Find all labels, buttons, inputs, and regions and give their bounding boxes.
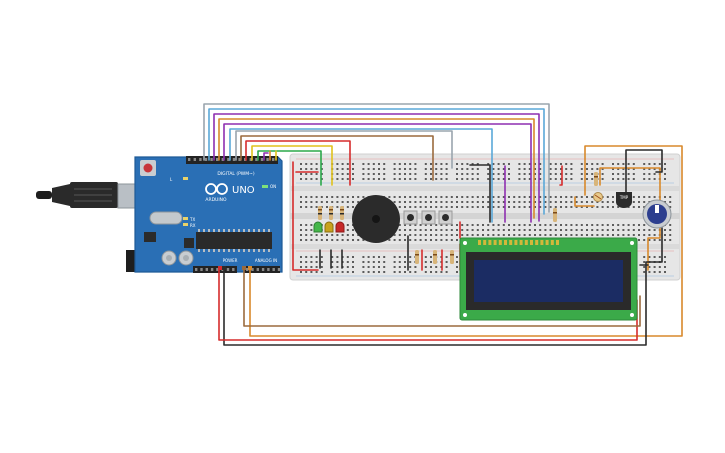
temperature-sensor[interactable]: TMP (616, 192, 632, 208)
power-header (193, 266, 237, 273)
wire-red-top[interactable] (245, 140, 351, 186)
board-model-label: UNO (232, 185, 255, 196)
led-red[interactable] (335, 221, 345, 233)
button-resistors (415, 172, 598, 264)
wire-red-rail[interactable] (292, 161, 319, 271)
wire-yellow[interactable] (251, 145, 333, 186)
digital-header-label: DIGITAL (PWM~) (217, 171, 255, 177)
power-led (262, 185, 268, 188)
resistor (318, 206, 322, 220)
arduino-uno-board[interactable]: DIGITAL (PWM~) UNO ARDUINO ON L TX RX (36, 156, 283, 273)
wire-orange[interactable] (218, 118, 535, 219)
power-header-label: POWER (223, 258, 238, 263)
brand-label: ARDUINO (205, 197, 227, 203)
wire-green[interactable] (257, 150, 322, 186)
lcd-display[interactable] (459, 237, 638, 321)
wire-gray-2[interactable] (235, 130, 453, 169)
resistor (340, 206, 344, 220)
rx-label: RX (190, 223, 196, 228)
microcontroller-chip (196, 232, 272, 249)
l-label: L (170, 177, 173, 182)
photoresistor[interactable] (593, 192, 603, 202)
wire-orange-loop[interactable] (249, 145, 683, 337)
wire-blue[interactable] (208, 108, 545, 215)
piezo-buzzer[interactable] (352, 195, 400, 243)
wire-gray[interactable] (203, 103, 550, 213)
lcd-screen (474, 260, 623, 302)
breadboard-bottom-wire-ends (218, 266, 252, 270)
wires[interactable] (203, 103, 683, 346)
wire-black-loop[interactable] (625, 149, 663, 196)
on-label: ON (270, 184, 276, 189)
analog-header-label: ANALOG IN (255, 258, 277, 263)
wire-purple-2[interactable] (223, 123, 532, 223)
temperature-sensor-label: TMP (619, 195, 629, 200)
led-green[interactable] (313, 221, 323, 233)
potentiometer[interactable] (642, 199, 672, 229)
resistor (329, 206, 333, 220)
digital-header (186, 156, 278, 164)
wire-purple[interactable] (213, 113, 540, 222)
led-yellow[interactable] (324, 221, 334, 233)
wire-purple-3[interactable] (263, 152, 269, 161)
crystal (149, 211, 183, 225)
wire-red-loop[interactable] (218, 267, 638, 341)
usb-cable-plug (36, 191, 52, 199)
push-buttons[interactable] (403, 210, 453, 225)
wire-blue-2[interactable] (229, 128, 493, 223)
wire-brown[interactable] (240, 135, 434, 181)
arduino-logo-icon (205, 183, 228, 195)
tx-label: TX (189, 217, 195, 222)
led-resistor-group[interactable] (313, 206, 345, 233)
